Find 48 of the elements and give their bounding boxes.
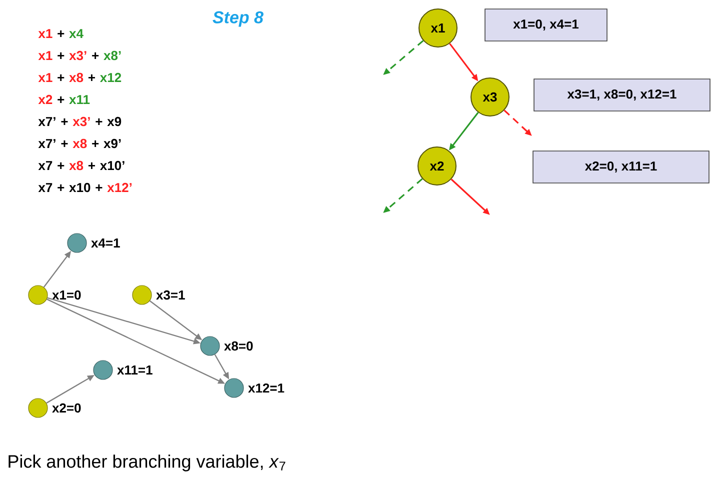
clause-literal: x8 bbox=[72, 138, 87, 148]
clause-literal: x10 bbox=[69, 182, 90, 192]
assignment-box: x3=1, x8=0, x12=1 bbox=[534, 78, 710, 112]
clause-literal: x1 bbox=[38, 51, 52, 60]
clause-literal: x8’ bbox=[104, 50, 121, 60]
plus-sign: + bbox=[58, 162, 64, 169]
plus-sign: + bbox=[88, 74, 95, 81]
clause-literal: x11 bbox=[69, 95, 90, 104]
clause-literal: x12 bbox=[100, 72, 122, 82]
clause-literal: x2 bbox=[38, 94, 52, 104]
clause-literal: x7 bbox=[38, 161, 52, 170]
clause-literal: x10’ bbox=[100, 160, 124, 170]
clause-literal: x4 bbox=[69, 29, 84, 38]
assignment-box: x2=0, x11=1 bbox=[532, 150, 710, 184]
plus-sign: + bbox=[58, 30, 64, 37]
plus-sign: + bbox=[61, 140, 68, 147]
clause-literal: x9’ bbox=[104, 138, 121, 148]
vertex-label: x11=1 bbox=[117, 366, 152, 374]
vertex-label: x2=0 bbox=[52, 403, 81, 413]
plus-sign: + bbox=[58, 184, 64, 191]
caption: Pick another branching variable, x$_{7}$ bbox=[8, 454, 286, 472]
clause-literal: x7’ bbox=[38, 117, 56, 126]
clause-literal: x8 bbox=[69, 160, 84, 170]
plus-sign: + bbox=[58, 52, 64, 59]
assignment-box: x1=0, x4=1 bbox=[484, 8, 608, 42]
plus-sign: + bbox=[58, 74, 64, 81]
vertex-label: x8=0 bbox=[224, 341, 253, 351]
plus-sign: + bbox=[88, 162, 95, 169]
clause-literal: x1 bbox=[38, 73, 52, 82]
plus-sign: + bbox=[92, 52, 99, 59]
clause-literal: x7 bbox=[38, 183, 52, 192]
vertex-label: x4=1 bbox=[91, 238, 120, 248]
plus-sign: + bbox=[92, 140, 99, 147]
plus-sign: + bbox=[61, 118, 68, 125]
clause-literal: x1 bbox=[38, 29, 52, 38]
clause-literal: x12’ bbox=[107, 182, 132, 192]
clause-literal: x8 bbox=[69, 72, 84, 82]
plus-sign: + bbox=[58, 96, 64, 103]
vertex-label: x12=1 bbox=[248, 383, 284, 393]
clause-literal: x7’ bbox=[38, 139, 56, 148]
plus-sign: + bbox=[96, 184, 102, 191]
clause-literal: x3’ bbox=[69, 50, 86, 60]
clause-literal: x3’ bbox=[72, 116, 90, 126]
plus-sign: + bbox=[96, 118, 102, 125]
vertex-label: x3=1 bbox=[156, 290, 185, 300]
title: Step 8 bbox=[212, 11, 264, 27]
vertex-label: x1=0 bbox=[52, 290, 81, 300]
clause-literal: x9 bbox=[107, 116, 122, 126]
